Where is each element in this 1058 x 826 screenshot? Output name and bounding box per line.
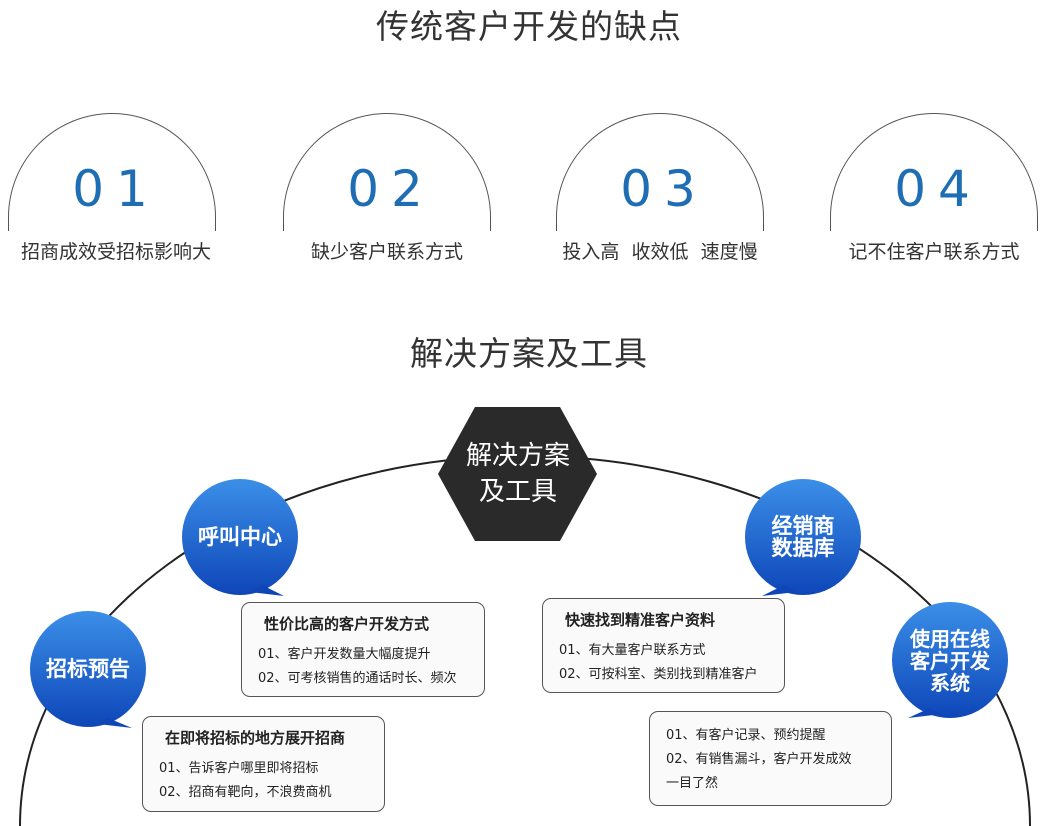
bubble-call-center bbox=[182, 479, 298, 596]
bubble-call-center-label: 呼叫中心 bbox=[198, 525, 282, 549]
bubble-dealer-database-label: 经销商 数据库 bbox=[745, 515, 861, 559]
card-bidding: 在即将招标的地方展开招商 01、告诉客户哪里即将招标 02、招商有靶向，不浪费商… bbox=[142, 716, 385, 812]
card-dealer-title: 快速找到精准客户资料 bbox=[565, 611, 716, 629]
card-call-center-line2: 02、可考核销售的通话时长、频次 bbox=[258, 671, 457, 686]
bubble-dealer-line2: 数据库 bbox=[771, 536, 835, 560]
card-call-center-line1: 01、客户开发数量大幅度提升 bbox=[258, 647, 431, 662]
bubble-dealer-line1: 经销商 bbox=[771, 514, 835, 538]
number-04: 04 bbox=[894, 160, 982, 218]
card-online-line1: 01、有客户记录、预约提醒 bbox=[666, 728, 826, 743]
card-bidding-title: 在即将招标的地方展开招商 bbox=[165, 729, 346, 747]
bubble-bidding-notice bbox=[30, 611, 146, 728]
bubble-online-system bbox=[892, 602, 1008, 718]
label-02: 缺少客户联系方式 bbox=[310, 241, 463, 263]
card-dealer: 快速找到精准客户资料 01、有大量客户联系方式 02、可按科室、类别找到精准客户 bbox=[542, 598, 785, 693]
card-bidding-line2: 02、招商有靶向，不浪费商机 bbox=[159, 785, 332, 800]
bubble-online-line3: 系统 bbox=[930, 671, 970, 695]
card-call-center: 性价比高的客户开发方式 01、客户开发数量大幅度提升 02、可考核销售的通话时长… bbox=[241, 602, 485, 697]
number-02: 02 bbox=[347, 160, 435, 218]
disadvantages-heading: 传统客户开发的缺点 bbox=[376, 7, 682, 46]
label-01: 招商成效受招标影响大 bbox=[20, 241, 211, 263]
label-04: 记不住客户联系方式 bbox=[848, 241, 1020, 263]
bubble-online-line1: 使用在线 bbox=[910, 627, 990, 651]
card-bidding-line1: 01、告诉客户哪里即将招标 bbox=[159, 761, 319, 776]
number-03: 03 bbox=[620, 160, 708, 218]
bubble-bidding-notice-label: 招标预告 bbox=[46, 657, 130, 681]
card-dealer-line1: 01、有大量客户联系方式 bbox=[559, 643, 706, 658]
card-dealer-line2: 02、可按科室、类别找到精准客户 bbox=[559, 667, 758, 682]
card-online-line2: 02、有销售漏斗，客户开发成效 bbox=[666, 752, 852, 767]
card-online: 01、有客户记录、预约提醒 02、有销售漏斗，客户开发成效 一目了然 bbox=[649, 711, 892, 806]
center-label: 解决方案 及工具 bbox=[443, 438, 593, 510]
center-label-line2: 及工具 bbox=[478, 477, 557, 507]
card-call-center-title: 性价比高的客户开发方式 bbox=[264, 615, 430, 633]
bubble-dealer-database bbox=[745, 479, 861, 596]
card-online-line3: 一目了然 bbox=[666, 776, 719, 791]
solutions-heading: 解决方案及工具 bbox=[410, 334, 648, 373]
bubble-online-system-label: 使用在线 客户开发 系统 bbox=[892, 628, 1008, 694]
center-hexagon bbox=[438, 407, 597, 541]
label-03: 投入高 收效低 速度慢 bbox=[562, 241, 758, 263]
number-01: 01 bbox=[72, 160, 160, 218]
center-label-line1: 解决方案 bbox=[465, 441, 570, 471]
bubble-online-line2: 客户开发 bbox=[910, 649, 990, 673]
